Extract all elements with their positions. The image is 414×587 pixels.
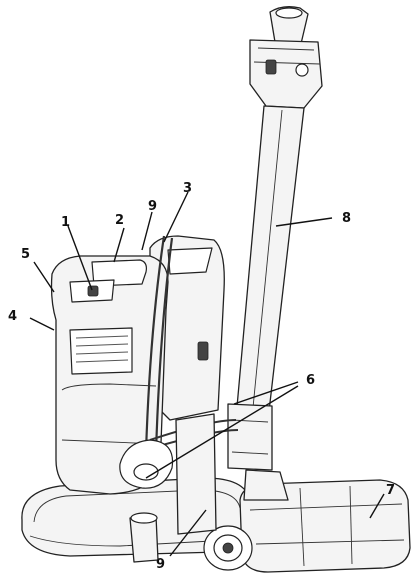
leader-lines	[29, 191, 385, 557]
callout-2: 2	[115, 213, 124, 228]
callout-9-bottom: 9	[156, 557, 165, 572]
callout-8: 8	[342, 211, 351, 226]
callout-3: 3	[183, 181, 192, 196]
rear-wheel	[203, 525, 253, 571]
hose	[119, 235, 239, 563]
wand-tube	[227, 6, 323, 471]
callout-9-top: 9	[148, 199, 157, 214]
floor-nozzle	[239, 469, 411, 573]
callout-6: 6	[306, 373, 315, 388]
main-body	[50, 235, 225, 495]
callout-4: 4	[8, 309, 17, 324]
callout-labels: 1 2 3 4 5 6 7 8 9 9	[8, 181, 395, 572]
callout-7: 7	[386, 483, 395, 498]
callout-5: 5	[21, 247, 30, 262]
callout-1: 1	[61, 215, 70, 230]
